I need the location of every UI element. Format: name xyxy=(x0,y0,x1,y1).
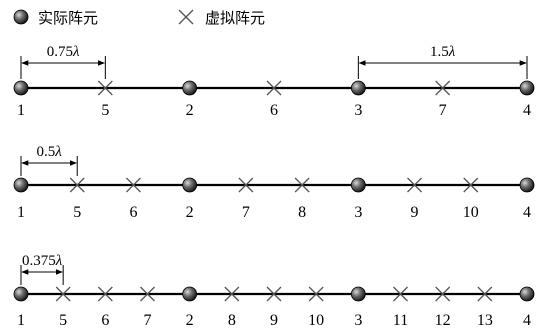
spacing-value: 1.5 xyxy=(430,44,449,60)
legend-virtual-marker xyxy=(178,9,194,25)
virtual-element-marker xyxy=(266,80,282,96)
virtual-element-marker xyxy=(97,286,113,302)
real-element-marker xyxy=(182,177,198,193)
real-element-marker xyxy=(350,80,366,96)
spacing-dimension: 1.5λ xyxy=(357,44,528,79)
spacing-label: 1.5λ xyxy=(430,44,456,60)
element-index-label: 5 xyxy=(101,102,109,119)
element-index-label: 7 xyxy=(439,102,447,119)
element-index-label: 7 xyxy=(144,312,152,329)
element-index-label: 8 xyxy=(228,312,236,329)
element-index-label: 1 xyxy=(17,312,25,329)
wavelength-symbol: λ xyxy=(448,44,456,60)
element-index-label: 6 xyxy=(129,204,137,221)
real-element-marker xyxy=(519,177,535,193)
spacing-label: 0.375λ xyxy=(22,253,63,269)
real-element-marker xyxy=(182,286,198,302)
legend-virtual-label: 虚拟阵元 xyxy=(205,9,265,27)
element-index-label: 6 xyxy=(270,102,278,119)
element-index-label: 4 xyxy=(523,102,531,119)
real-element-marker xyxy=(13,177,29,193)
element-index-label: 7 xyxy=(242,204,250,221)
element-index-label: 4 xyxy=(523,204,531,221)
spacing-value: 0.375 xyxy=(22,253,56,269)
element-index-label: 2 xyxy=(186,204,194,221)
element-index-label: 13 xyxy=(477,312,493,329)
array-row-2: 1 5 6 2 7 8 3 9 10 4 0.5λ xyxy=(13,144,535,221)
virtual-element-marker xyxy=(97,80,113,96)
element-index-label: 3 xyxy=(354,102,362,119)
wavelength-symbol: λ xyxy=(55,253,63,269)
element-index-label: 3 xyxy=(354,204,362,221)
virtual-element-marker xyxy=(140,286,155,302)
element-index-label: 3 xyxy=(354,312,362,329)
element-index-label: 1 xyxy=(17,204,25,221)
element-index-label: 6 xyxy=(101,312,109,329)
element-index-label: 1 xyxy=(17,102,25,119)
spacing-label: 0.5λ xyxy=(36,144,62,160)
legend-real-label: 实际阵元 xyxy=(38,9,98,27)
real-element-marker xyxy=(519,286,535,302)
spacing-label: 0.75λ xyxy=(47,44,80,60)
real-element-marker xyxy=(519,80,535,96)
wavelength-symbol: λ xyxy=(72,44,80,60)
element-index-label: 11 xyxy=(393,312,408,329)
virtual-element-marker xyxy=(55,286,71,302)
real-element-marker xyxy=(182,80,198,96)
array-row-3: 1 5 6 7 2 8 9 10 3 11 12 13 4 0.375λ xyxy=(13,253,535,329)
element-index-label: 12 xyxy=(435,312,451,329)
spacing-value: 0.75 xyxy=(47,44,73,60)
element-index-label: 9 xyxy=(270,312,278,329)
real-element-marker xyxy=(13,286,29,302)
element-index-label: 5 xyxy=(73,204,81,221)
element-index-label: 9 xyxy=(411,204,419,221)
real-element-marker xyxy=(350,177,366,193)
legend-real-marker xyxy=(13,9,29,25)
element-index-label: 10 xyxy=(308,312,324,329)
real-element-marker xyxy=(13,80,29,96)
virtual-element-marker xyxy=(407,177,423,193)
virtual-element-marker xyxy=(435,286,451,302)
virtual-element-marker xyxy=(393,286,408,302)
virtual-element-marker xyxy=(308,286,324,302)
spacing-dimension: 0.5λ xyxy=(20,144,78,176)
real-element-marker xyxy=(350,286,366,302)
element-index-label: 2 xyxy=(186,102,194,119)
element-index-label: 4 xyxy=(523,312,531,329)
legend: 实际阵元 虚拟阵元 xyxy=(13,9,265,27)
spacing-value: 0.5 xyxy=(36,144,55,160)
element-index-label: 8 xyxy=(298,204,306,221)
spacing-dimension: 0.375λ xyxy=(20,253,64,285)
virtual-element-marker xyxy=(266,286,282,302)
element-index-label: 10 xyxy=(463,204,479,221)
virtual-element-marker xyxy=(477,286,493,302)
virtual-element-marker xyxy=(125,177,141,193)
virtual-element-marker xyxy=(435,80,451,96)
spacing-dimension: 0.75λ xyxy=(20,44,106,79)
element-index-label: 5 xyxy=(59,312,67,329)
virtual-element-marker xyxy=(294,177,310,193)
element-index-label: 2 xyxy=(186,312,194,329)
virtual-element-marker xyxy=(69,177,85,193)
wavelength-symbol: λ xyxy=(54,144,62,160)
virtual-element-marker xyxy=(224,286,240,302)
virtual-element-marker xyxy=(238,177,254,193)
virtual-element-marker xyxy=(463,177,479,193)
